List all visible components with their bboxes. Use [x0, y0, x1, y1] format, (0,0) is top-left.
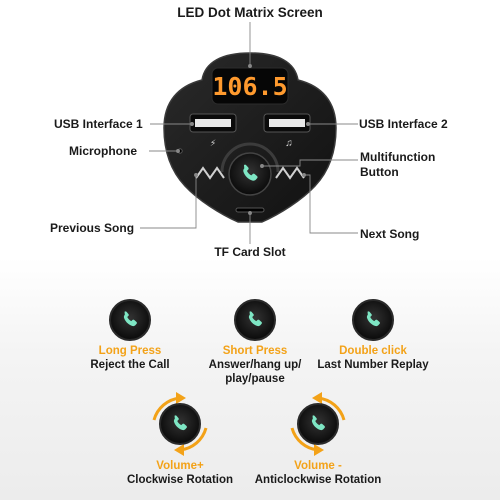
function-button-short-press	[234, 299, 276, 341]
caption-short-press: Short Press Answer/hang up/ play/pause	[190, 344, 320, 386]
function-button-volume-up	[152, 392, 208, 456]
caption-double-click: Double click Last Number Replay	[308, 344, 438, 372]
caption-desc: play/pause	[225, 373, 285, 385]
caption-desc: Answer/hang up/	[208, 359, 302, 371]
caption-title: Double click	[339, 345, 407, 357]
callout-lines	[140, 22, 358, 244]
led-screen	[211, 67, 289, 105]
label-microphone: Microphone	[69, 144, 137, 158]
function-button-double-click	[352, 299, 394, 341]
caption-long-press: Long Press Reject the Call	[70, 344, 190, 372]
caption-title: Long Press	[98, 345, 162, 357]
caption-volume-up: Volume+ Clockwise Rotation	[110, 459, 250, 487]
label-multifunction: Multifunction	[360, 150, 436, 164]
next-song-icon	[275, 166, 305, 180]
label-usb-interface-1: USB Interface 1	[54, 117, 143, 131]
label-tf-card-slot: TF Card Slot	[214, 245, 286, 259]
caption-desc: Last Number Replay	[317, 359, 429, 371]
caption-volume-down: Volume - Anticlockwise Rotation	[243, 459, 393, 487]
function-button-long-press	[109, 299, 151, 341]
label-multifunction-button: Button	[360, 165, 399, 179]
lightning-icon: ⚡	[210, 138, 216, 148]
music-note-icon: ♫	[285, 138, 293, 149]
frequency-readout: 106.5	[212, 72, 287, 101]
caption-title: Volume+	[156, 460, 204, 472]
caption-title: Short Press	[222, 345, 288, 357]
multifunction-button[interactable]	[228, 152, 272, 196]
previous-song-icon	[195, 166, 225, 180]
caption-desc: Anticlockwise Rotation	[254, 474, 382, 486]
caption-title: Volume -	[294, 460, 342, 472]
function-button-volume-down	[290, 392, 346, 456]
label-usb-interface-2: USB Interface 2	[359, 117, 448, 131]
caption-desc: Clockwise Rotation	[126, 474, 234, 486]
lower-panel	[0, 258, 500, 500]
label-led-screen: LED Dot Matrix Screen	[177, 5, 323, 20]
label-next-song: Next Song	[360, 227, 420, 241]
label-previous-song: Previous Song	[50, 221, 135, 235]
caption-desc: Reject the Call	[90, 359, 170, 371]
